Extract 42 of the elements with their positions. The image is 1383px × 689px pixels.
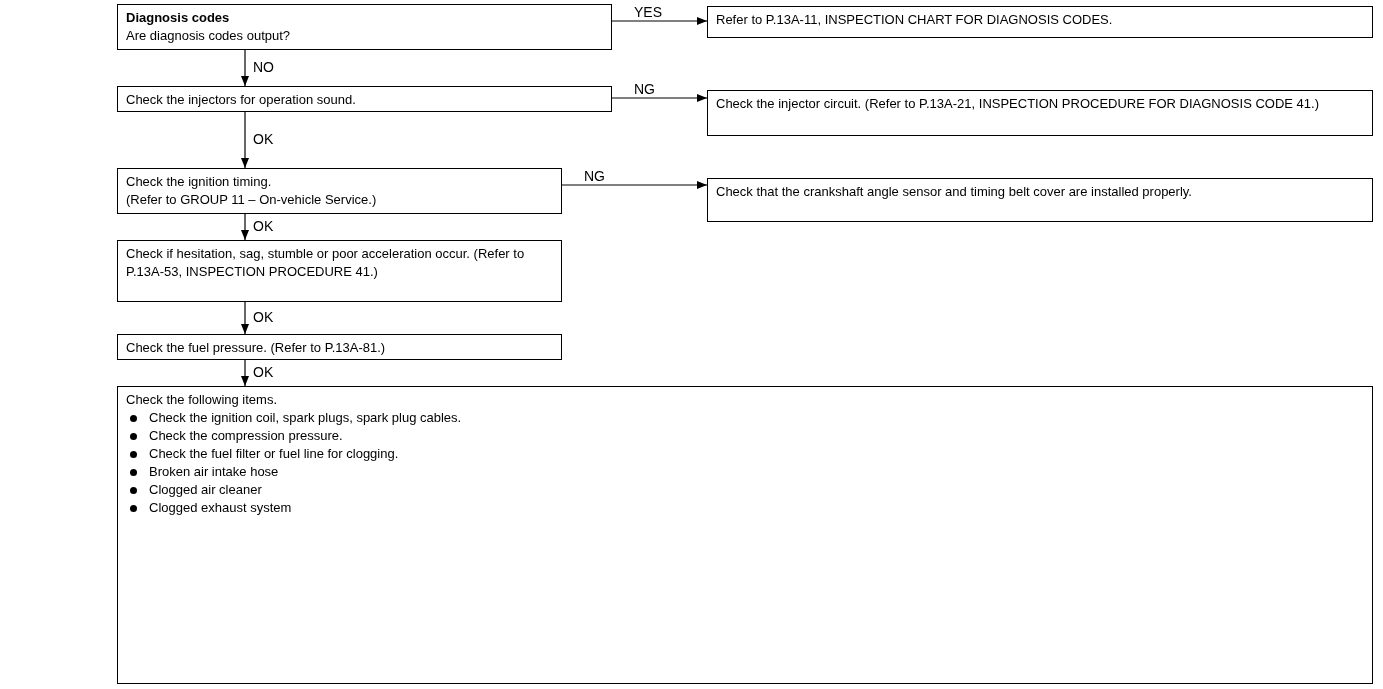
arrow	[611, 17, 708, 25]
process-box	[707, 178, 1373, 222]
box-text: Are diagnosis codes output?	[126, 27, 292, 45]
edge-label: NO	[251, 59, 276, 75]
arrow	[611, 94, 708, 102]
checklist-item: Broken air intake hose	[149, 463, 279, 481]
box-text: Check if hesitation, sag, stumble or poor acceleration occur. (Refer to P.13A-53, INSPECTION PROCEDURE 41.)	[126, 245, 526, 281]
process-box	[707, 6, 1373, 38]
arrow	[241, 49, 249, 87]
process-box	[117, 240, 562, 302]
arrow	[241, 111, 249, 169]
edge-label: OK	[251, 309, 276, 325]
edge-label: OK	[251, 218, 276, 234]
checklist-item: Clogged exhaust system	[149, 499, 292, 517]
edge-label: NG	[582, 168, 607, 184]
process-box	[117, 4, 612, 50]
process-box	[707, 90, 1373, 136]
arrow	[241, 213, 249, 241]
checklist-item: Check the compression pressure.	[149, 427, 343, 445]
edge-label: NG	[632, 81, 657, 97]
box-text: Refer to P.13A-11, INSPECTION CHART FOR DIAGNOSIS CODES.	[716, 11, 1114, 29]
box-heading: Diagnosis codes	[126, 9, 231, 27]
checklist-item: Check the ignition coil, spark plugs, spark plug cables.	[149, 409, 462, 427]
arrow	[561, 181, 708, 189]
box-text: Check the injector circuit. (Refer to P.13A-21, INSPECTION PROCEDURE FOR DIAGNOSIS CODE 41.)	[716, 95, 1320, 113]
process-box	[117, 86, 612, 112]
box-text: (Refer to GROUP 11 – On-vehicle Service.)	[126, 191, 378, 209]
process-box	[117, 386, 1373, 684]
arrow	[241, 301, 249, 335]
edge-label: OK	[251, 364, 276, 380]
process-box	[117, 334, 562, 360]
checklist-item: Check the fuel filter or fuel line for clogging.	[149, 445, 399, 463]
edge-label: YES	[632, 4, 664, 20]
edge-label: OK	[251, 131, 276, 147]
checklist-item: Clogged air cleaner	[149, 481, 262, 499]
box-text: Check that the crankshaft angle sensor and timing belt cover are installed properly.	[716, 183, 1193, 201]
box-text: Check the fuel pressure. (Refer to P.13A-81.)	[126, 339, 387, 357]
process-box	[117, 168, 562, 214]
box-text: Check the ignition timing.	[126, 173, 273, 191]
arrow	[241, 359, 249, 387]
box-text: Check the following items.	[126, 391, 278, 409]
box-text: Check the injectors for operation sound.	[126, 91, 357, 109]
